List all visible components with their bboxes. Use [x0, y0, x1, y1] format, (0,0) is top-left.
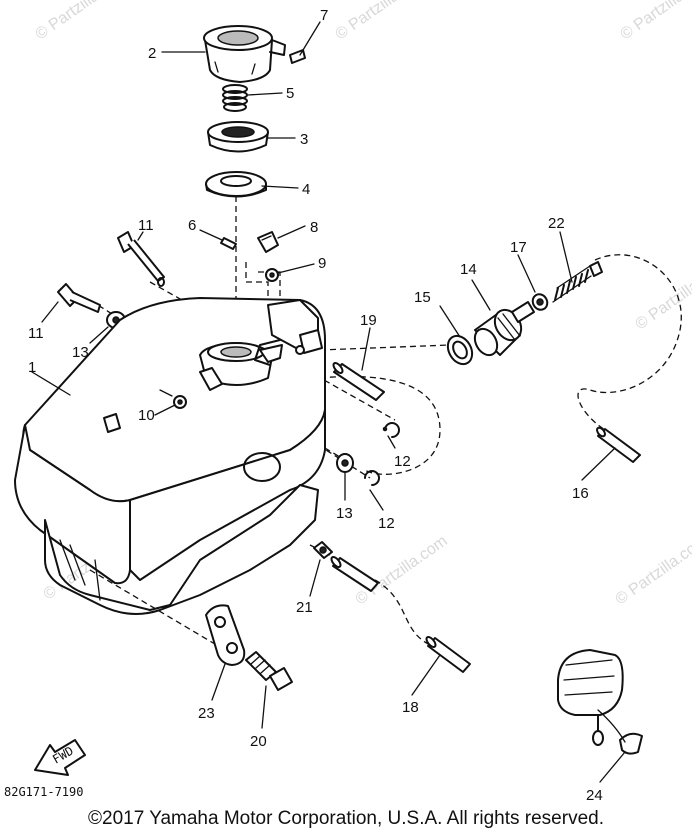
part-label-1: 1 — [28, 359, 36, 376]
part-label-2: 2 — [148, 45, 156, 62]
part-label-23: 23 — [198, 705, 215, 722]
part-label-12-upper: 12 — [394, 453, 411, 470]
part-clamp-17 — [531, 293, 549, 311]
part-labels: 2 7 5 3 4 6 8 9 11 11 13 1 10 12 13 12 1… — [28, 7, 603, 804]
part-label-15: 15 — [414, 289, 431, 306]
part-bracket-23 — [205, 604, 246, 666]
watermark: © Partzilla.com — [618, 0, 692, 43]
part-label-18: 18 — [402, 699, 419, 716]
part-screw-9 — [265, 268, 279, 282]
part-label-19: 19 — [360, 312, 377, 329]
part-label-13-lower: 13 — [336, 505, 353, 522]
part-label-22: 22 — [548, 215, 565, 232]
part-fuel-cap — [203, 25, 286, 83]
part-bolt-11-lower — [57, 283, 101, 313]
fwd-arrow: FWD — [34, 739, 86, 776]
part-label-21: 21 — [296, 599, 313, 616]
watermark: © Partzilla.com — [333, 0, 431, 43]
part-label-17: 17 — [510, 239, 527, 256]
part-label-5: 5 — [286, 85, 294, 102]
part-clip-8 — [257, 231, 279, 253]
watermark: © Partzilla.com — [613, 533, 692, 609]
part-filter-24 — [557, 649, 643, 755]
part-label-11-lower: 11 — [28, 325, 44, 342]
part-label-3: 3 — [300, 131, 308, 148]
part-washer-13-lower — [336, 453, 354, 473]
part-pipe-19 — [332, 362, 385, 401]
part-label-9: 9 — [318, 255, 326, 272]
diagram-code: 82G171-7190 — [4, 785, 83, 799]
part-label-11-upper: 11 — [138, 217, 154, 234]
part-label-16: 16 — [572, 485, 589, 502]
part-label-6: 6 — [188, 217, 196, 234]
part-spring-22 — [552, 261, 603, 303]
part-label-8: 8 — [310, 219, 318, 236]
part-cap-seat — [207, 121, 269, 153]
part-gasket-15 — [446, 334, 474, 366]
part-label-14: 14 — [460, 261, 477, 278]
part-spring-5 — [222, 84, 248, 112]
copyright-notice: ©2017 Yamaha Motor Corporation, U.S.A. A… — [88, 808, 604, 829]
part-gasket-4 — [205, 171, 267, 198]
part-pipe-18 — [330, 556, 471, 673]
part-label-7: 7 — [320, 7, 328, 24]
part-label-4: 4 — [302, 181, 310, 198]
watermark: © Partzilla.com — [633, 258, 692, 334]
part-label-13-upper: 13 — [72, 344, 89, 361]
part-clamp-21 — [313, 541, 333, 559]
part-circlip-12-lower — [364, 470, 380, 486]
part-bolt-11-upper — [117, 231, 165, 287]
part-pin-6 — [220, 237, 237, 250]
part-circlip-12-upper — [382, 422, 400, 438]
part-label-24: 24 — [586, 787, 603, 804]
watermark: © Partzilla.com — [33, 0, 131, 43]
part-fuel-tank — [14, 297, 326, 615]
part-pin-7 — [289, 49, 306, 64]
leader-lines — [31, 21, 626, 783]
part-label-10: 10 — [138, 407, 155, 424]
part-drain-bolt-20 — [245, 651, 293, 691]
watermark: © Partzilla.com — [353, 533, 451, 609]
part-label-20: 20 — [250, 733, 267, 750]
part-fuel-pipe-16 — [596, 426, 641, 463]
part-label-12-lower: 12 — [378, 515, 395, 532]
part-fuel-cock — [473, 301, 535, 357]
